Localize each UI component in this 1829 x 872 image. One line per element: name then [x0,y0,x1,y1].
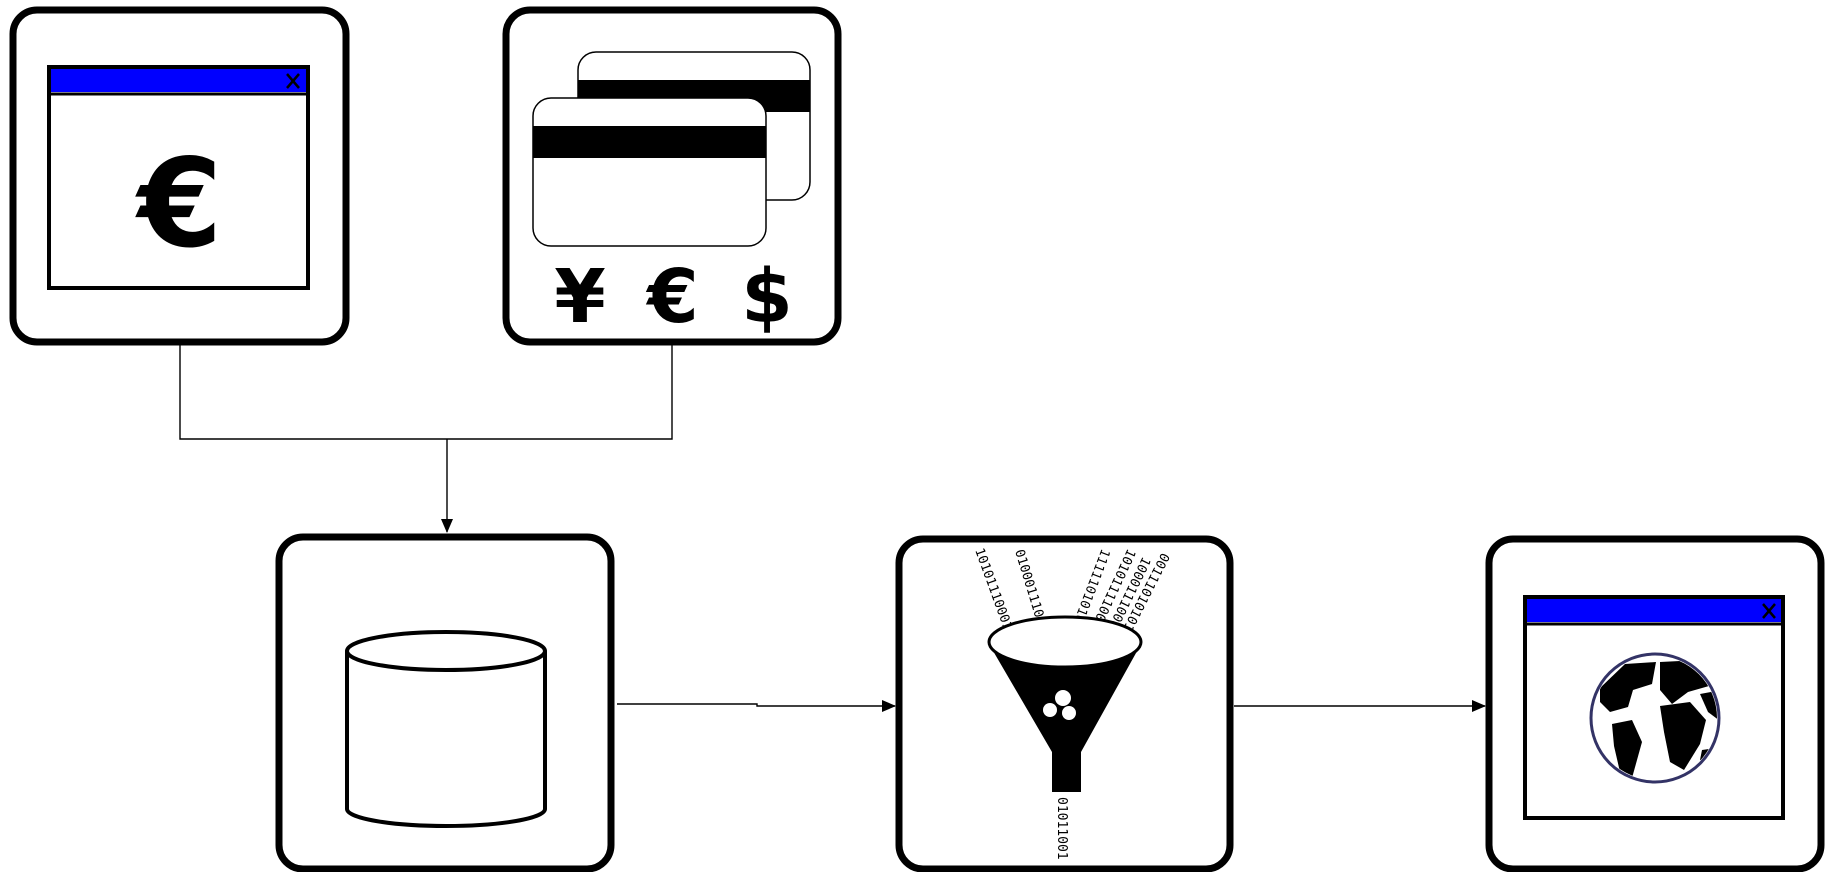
credit-cards-icon [532,51,811,247]
node-web-window [1485,535,1825,872]
edge-currency-window-to-database [179,345,447,440]
connector-lines [179,345,1486,712]
node-payment-cards: ¥ € $ [502,6,842,346]
node-currency-window: € [9,6,350,346]
close-icon [1762,603,1776,619]
euro-symbol: € [645,254,699,340]
edge-payment-cards-to-database [447,345,673,440]
window-titlebar [51,69,306,92]
gear-icon [1043,690,1076,720]
database-cylinder-icon [345,630,547,828]
node-data-filter: 1010111000101 0100011101101 111110101010… [895,535,1234,872]
binary-output-stream: 01011001 [1054,797,1069,860]
front-card [532,97,767,247]
app-window-icon [47,65,310,290]
edge-database-to-filter [617,700,896,712]
yen-symbol: ¥ [554,254,606,340]
euro-symbol: € [135,133,223,275]
window-titlebar [1527,599,1781,622]
node-database [275,533,615,872]
dollar-symbol: $ [741,254,793,340]
close-icon [286,73,300,89]
funnel-icon [987,615,1143,792]
